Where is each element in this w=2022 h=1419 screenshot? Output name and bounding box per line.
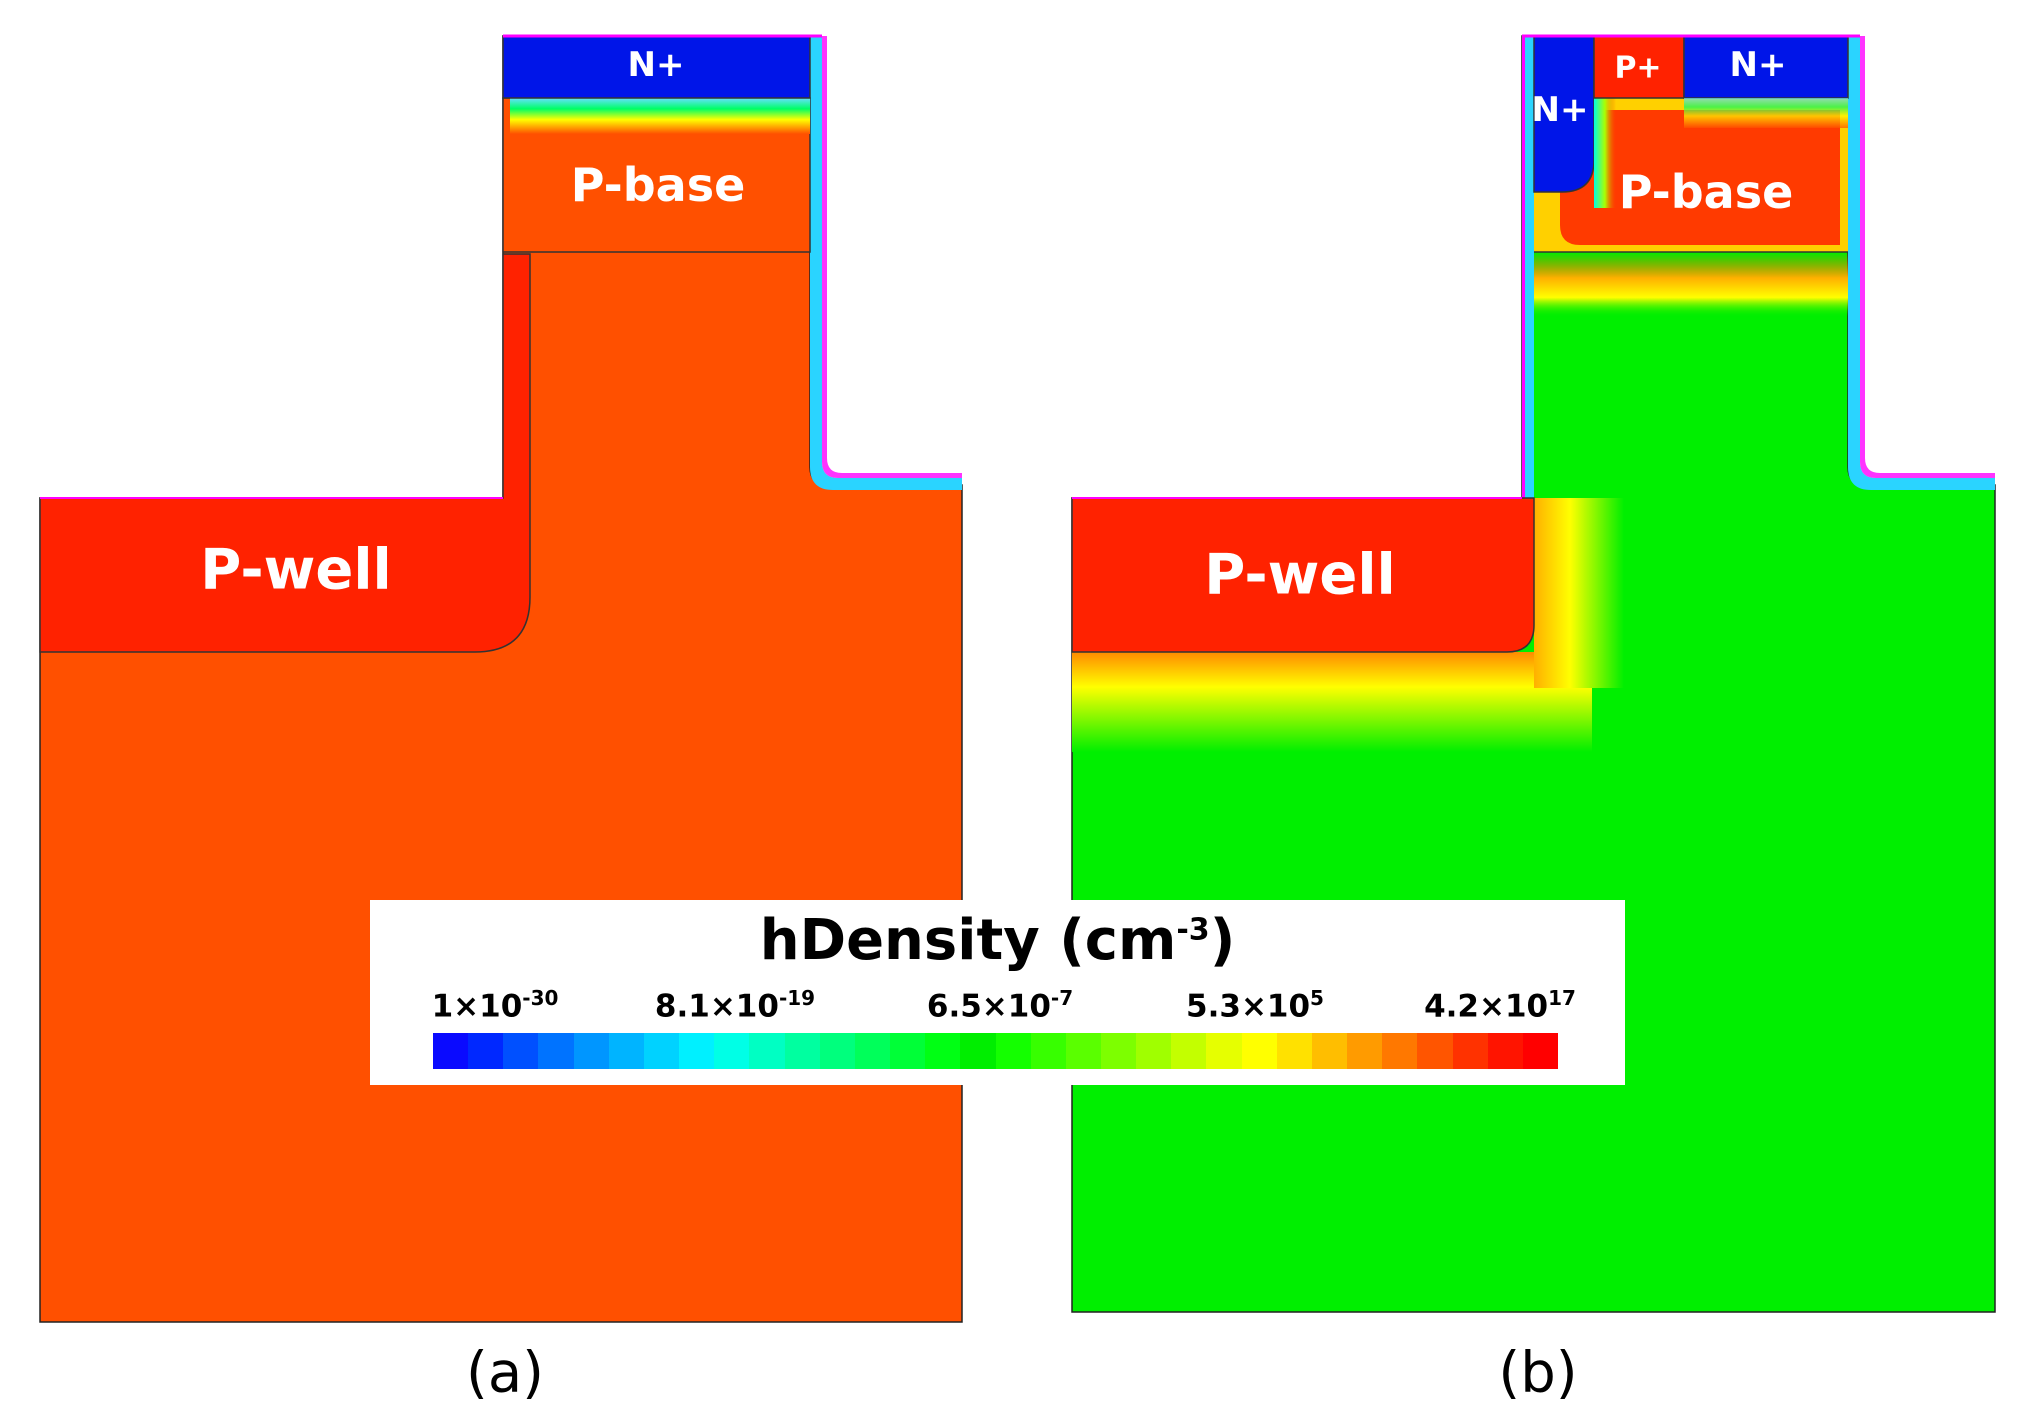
panel-a-n-plus-label: N+ bbox=[627, 45, 685, 85]
panel-b-p-well-label: P-well bbox=[1204, 542, 1396, 608]
colorbar-swatch bbox=[714, 1033, 750, 1069]
legend-tick-0: 1×10-30 bbox=[431, 986, 559, 1025]
legend-tick-2: 6.5×10-7 bbox=[926, 986, 1074, 1025]
colorbar-swatch bbox=[433, 1033, 469, 1069]
colorbar-swatch bbox=[1276, 1033, 1312, 1069]
colorbar-swatch bbox=[1382, 1033, 1418, 1069]
panel-b-n-plus-right bbox=[1683, 35, 1849, 99]
colorbar-swatch bbox=[819, 1033, 855, 1069]
legend-colorbar bbox=[433, 1033, 1558, 1069]
colorbar-swatch bbox=[784, 1033, 820, 1069]
panel-b-p-plus bbox=[1593, 35, 1685, 99]
colorbar-swatch bbox=[960, 1033, 996, 1069]
panel-a-device bbox=[39, 34, 963, 1323]
panel-b-n-plus-right-label: N+ bbox=[1729, 45, 1787, 85]
colorbar-swatch bbox=[925, 1033, 961, 1069]
color-legend: hDensity (cm-3) 1×10-30 8.1×10-19 6.5×10… bbox=[370, 900, 1625, 1085]
panel-a-n-plus bbox=[502, 35, 811, 99]
panel-a-p-well bbox=[39, 253, 531, 653]
colorbar-swatch bbox=[1100, 1033, 1137, 1069]
colorbar-swatch bbox=[679, 1033, 715, 1069]
legend-tick-4: 4.2×1017 bbox=[1424, 986, 1576, 1025]
colorbar-swatch bbox=[1452, 1033, 1488, 1069]
colorbar-swatch bbox=[1311, 1033, 1348, 1069]
legend-title: hDensity (cm-3) bbox=[759, 908, 1236, 973]
colorbar-swatch bbox=[1522, 1033, 1558, 1069]
panel-b-p-well bbox=[1071, 497, 1535, 653]
caption-a: (a) bbox=[465, 1340, 545, 1406]
colorbar-swatch bbox=[643, 1033, 680, 1069]
colorbar-swatch bbox=[1206, 1033, 1242, 1069]
colorbar-swatch bbox=[1065, 1033, 1101, 1069]
panel-b-p-plus-label: P+ bbox=[1614, 50, 1662, 86]
colorbar-swatch bbox=[573, 1033, 609, 1069]
colorbar-swatch bbox=[503, 1033, 539, 1069]
colorbar-swatch bbox=[1136, 1033, 1172, 1069]
panel-b-n-plus-left-label: N+ bbox=[1531, 90, 1589, 130]
colorbar-swatch bbox=[995, 1033, 1031, 1069]
legend-tick-1: 8.1×10-19 bbox=[654, 986, 816, 1025]
colorbar-swatch bbox=[1241, 1033, 1277, 1069]
colorbar-swatch bbox=[468, 1033, 504, 1069]
legend-tick-3: 5.3×105 bbox=[1186, 986, 1324, 1025]
colorbar-swatch bbox=[608, 1033, 644, 1069]
colorbar-swatch bbox=[854, 1033, 891, 1069]
panel-b-oxide bbox=[1848, 36, 1995, 490]
colorbar-swatch bbox=[890, 1033, 926, 1069]
panel-a-p-base-label: P-base bbox=[570, 158, 746, 212]
colorbar-swatch bbox=[1347, 1033, 1383, 1069]
colorbar-swatch bbox=[1487, 1033, 1523, 1069]
colorbar-swatch bbox=[749, 1033, 785, 1069]
panel-b-device bbox=[1071, 34, 1996, 1313]
colorbar-swatch bbox=[1171, 1033, 1207, 1069]
colorbar-swatch bbox=[1417, 1033, 1453, 1069]
panel-a-oxide bbox=[810, 36, 962, 490]
caption-b: (b) bbox=[1498, 1340, 1578, 1406]
panel-b-p-base-label: P-base bbox=[1618, 165, 1794, 219]
colorbar-swatch bbox=[1030, 1033, 1066, 1069]
panel-a-p-well-label: P-well bbox=[200, 537, 392, 603]
colorbar-swatch bbox=[538, 1033, 574, 1069]
